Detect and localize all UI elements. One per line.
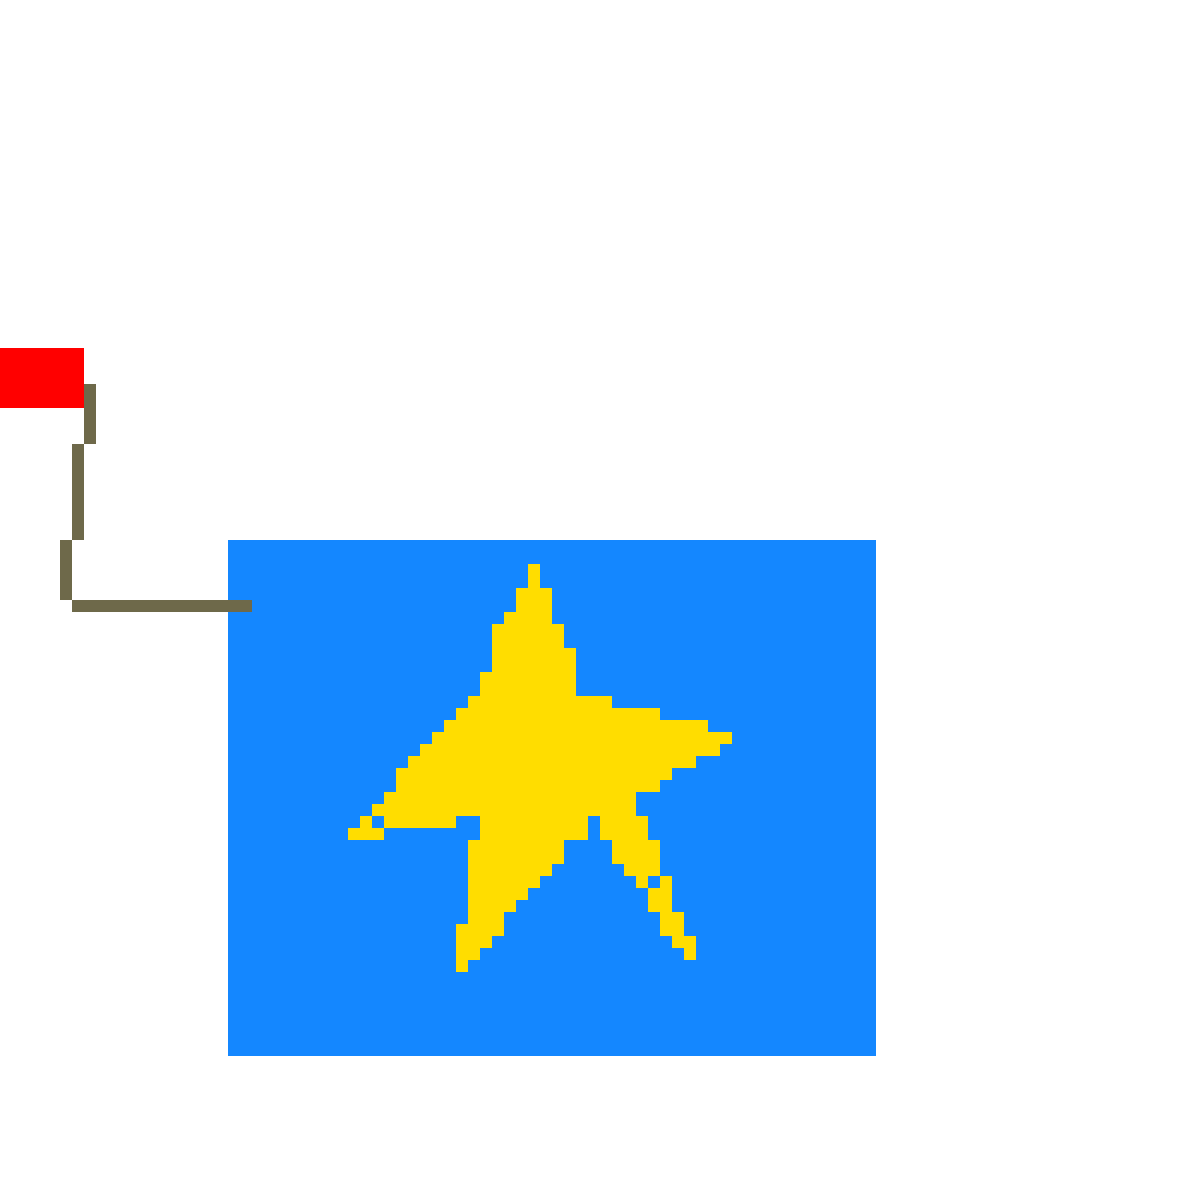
star-pixel (468, 864, 552, 876)
star-pixel (648, 888, 672, 912)
star-pixel (600, 816, 648, 840)
star-pixel (468, 912, 504, 924)
star-pixel (456, 948, 480, 960)
star-pixel (624, 864, 660, 876)
red-marker-block[interactable] (0, 348, 84, 408)
star-pixel (420, 744, 720, 756)
star-pixel (372, 804, 636, 816)
star-pixel (456, 924, 504, 936)
star-pixel (492, 624, 564, 648)
star-pixel (396, 768, 672, 780)
star-pixel (468, 900, 516, 912)
star-pixel (384, 816, 456, 828)
star-pixel (660, 912, 684, 936)
star-pixel (636, 876, 648, 888)
star-pixel (516, 588, 552, 612)
star-pixel (432, 732, 732, 744)
star-icon[interactable] (348, 564, 732, 972)
star-pixel (468, 840, 564, 864)
star-pixel (528, 564, 540, 588)
star-pixel (456, 960, 468, 972)
star-pixel (384, 792, 636, 804)
star-pixel (672, 936, 696, 948)
connector-path (60, 384, 252, 612)
star-pixel (468, 876, 540, 888)
star-pixel (480, 672, 576, 696)
star-pixel (660, 876, 672, 888)
path-segment (60, 540, 72, 600)
star-pixel (396, 780, 660, 792)
star-pixel (612, 840, 660, 864)
path-segment (84, 384, 96, 444)
star-pixel (468, 888, 528, 900)
star-pixel (480, 816, 588, 840)
star-pixel (408, 756, 696, 768)
star-pixel (348, 828, 384, 840)
star-pixel (360, 816, 372, 828)
star-pixel (492, 648, 576, 672)
star-pixel (456, 936, 492, 948)
path-segment (72, 600, 252, 612)
path-segment (72, 444, 84, 540)
star-pixel (684, 948, 696, 960)
